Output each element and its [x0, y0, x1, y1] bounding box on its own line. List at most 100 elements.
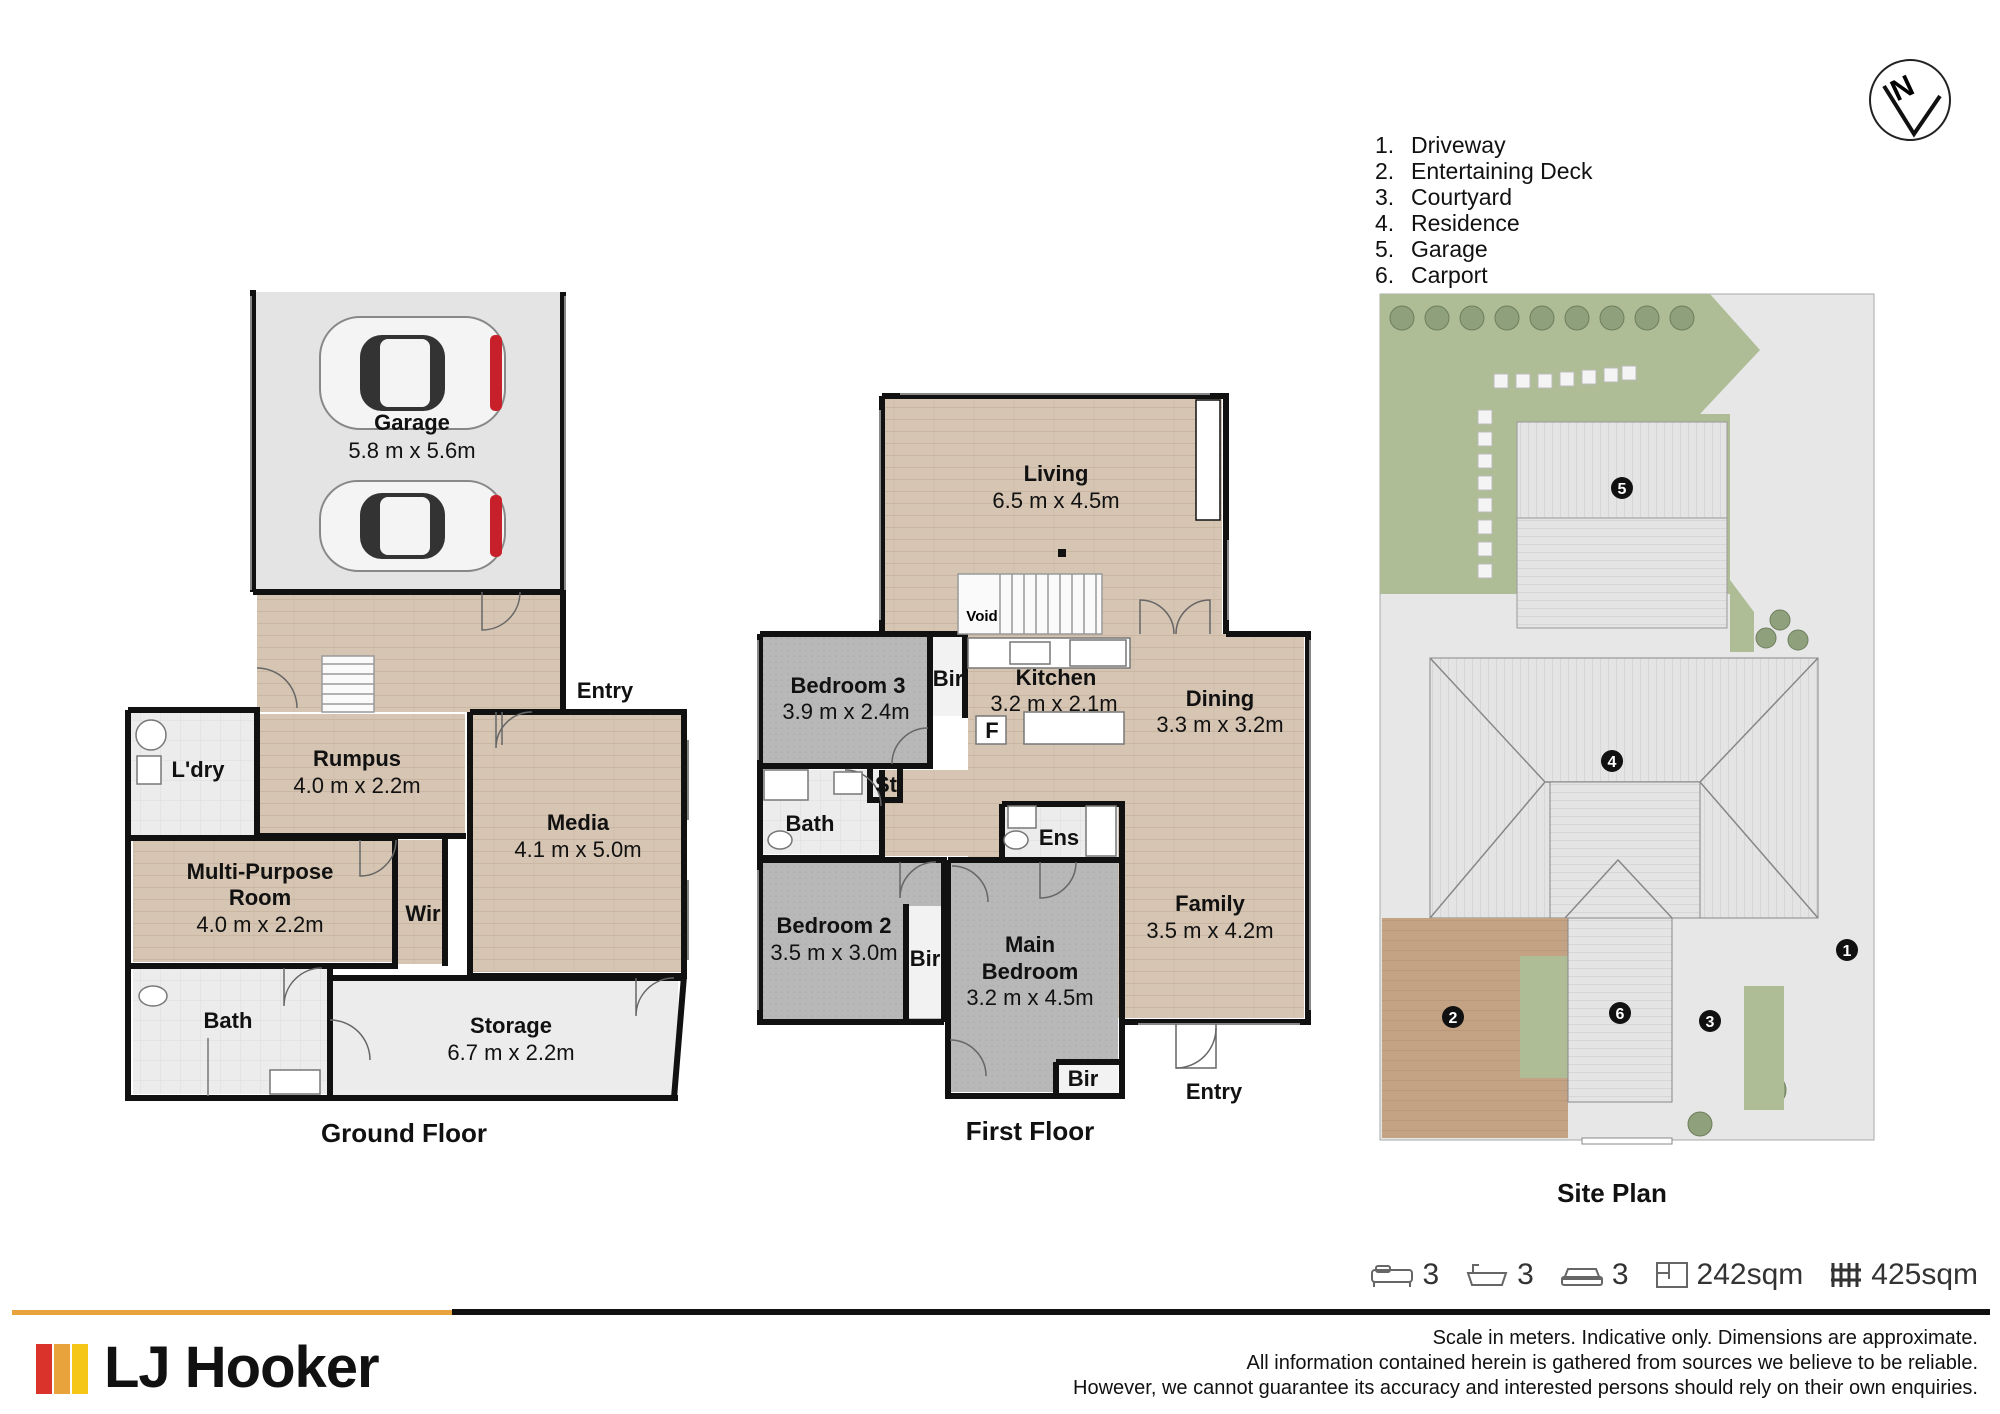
site-garage-roof: [1516, 421, 1728, 519]
garage-dims: 5.8 m x 5.6m: [348, 438, 475, 463]
bir-main-label: Bir: [1068, 1066, 1099, 1091]
dining-label: Dining: [1186, 686, 1254, 711]
site-residence-gable: [1549, 781, 1701, 919]
multi-purpose-label-1: Multi-Purpose: [187, 859, 334, 884]
ens-label: Ens: [1039, 825, 1079, 850]
multi-purpose-label-2: Room: [229, 885, 291, 910]
first-floor-doors: [844, 599, 1217, 1077]
bedrooms-count: 3: [1422, 1258, 1440, 1291]
bedroom3-dims: 3.9 m x 2.4m: [782, 699, 909, 724]
disclaimer-line: All information contained herein is gath…: [1246, 1352, 1978, 1374]
brand-logo: LJ Hooker: [34, 1334, 380, 1401]
media-floor: [470, 714, 682, 972]
ground-entry-label: Entry: [577, 678, 634, 703]
dining-dims: 3.3 m x 3.2m: [1156, 712, 1283, 737]
first-floor-windows: [757, 393, 1311, 1025]
disclaimer-line: However, we cannot guarantee its accurac…: [1073, 1377, 1978, 1399]
car-spaces-count: 3: [1611, 1258, 1629, 1291]
wir-label: Wir: [405, 901, 441, 926]
marker-2: 2: [1449, 1010, 1458, 1027]
bir-b3-label: Bir: [933, 666, 964, 691]
laundry-fixtures: [135, 719, 167, 785]
ground-doors: [256, 591, 675, 1061]
garage-car-top: [319, 316, 506, 430]
legend-item: 4.Residence: [1375, 210, 1520, 236]
site-garden-bed: [1520, 956, 1568, 1078]
site-residence-gable-ridge: [1564, 858, 1673, 919]
storage-label: Storage: [470, 1013, 552, 1038]
lj-hooker-logo-icon: [36, 1343, 88, 1394]
car-icon: [1560, 1268, 1603, 1286]
media-dims: 4.1 m x 5.0m: [514, 837, 641, 862]
site-garden-right: [1730, 580, 1754, 652]
first-floor-walls: [757, 393, 1311, 1099]
site-markers: 1 2 3 4 5 6: [1442, 477, 1858, 1032]
main-bedroom-label-2: Bedroom: [982, 959, 1079, 984]
legend-item: 6.Carport: [1375, 262, 1488, 288]
rumpus-dims: 4.0 m x 2.2m: [293, 773, 420, 798]
footer-divider: [452, 1309, 1990, 1315]
living-marker: [1058, 549, 1066, 557]
store-label: St: [875, 772, 898, 797]
property-stats: 3 3 3 242sqm 425sqm: [1354, 1258, 1978, 1292]
disclaimer-line: Scale in meters. Indicative only. Dimens…: [1432, 1327, 1978, 1349]
bath-icon: [1466, 1264, 1508, 1286]
living-fireplace: [1195, 399, 1221, 521]
multi-purpose-dims: 4.0 m x 2.2m: [196, 912, 323, 937]
main-bedroom-label-1: Main: [1005, 932, 1055, 957]
ground-bath-fixtures: [138, 985, 321, 1096]
wir-floor: [397, 840, 445, 964]
bir-b3-floor: [929, 636, 965, 716]
bed-icon: [1371, 1265, 1414, 1287]
void-label: Void: [966, 608, 997, 625]
kitchen-benches: [967, 637, 1131, 745]
first-entry-label: Entry: [1186, 1079, 1243, 1104]
site-stepping-stones: [1477, 365, 1637, 579]
floor-area-value: 242sqm: [1696, 1258, 1804, 1291]
living-dims: 6.5 m x 4.5m: [992, 488, 1119, 513]
bir-b2-label: Bir: [910, 946, 941, 971]
marker-5: 5: [1618, 481, 1627, 498]
rumpus-floor: [257, 714, 465, 834]
site-courtyard-planter: [1744, 986, 1784, 1110]
marker-1: 1: [1843, 943, 1852, 960]
living-label: Living: [1024, 461, 1089, 486]
site-legend: 1.Driveway 2.Entertaining Deck 3.Courtya…: [1375, 132, 1593, 288]
family-dims: 3.5 m x 4.2m: [1146, 918, 1273, 943]
land-area-value: 425sqm: [1871, 1258, 1978, 1291]
bedroom3-floor: [761, 636, 929, 764]
first-floor-stairs: [957, 573, 1103, 635]
marker-6: 6: [1616, 1006, 1625, 1023]
main-bedroom-dims: 3.2 m x 4.5m: [966, 985, 1093, 1010]
brand-name: LJ Hooker: [104, 1335, 380, 1400]
kitchen-label: Kitchen: [1016, 665, 1097, 690]
first-floor-plan: Living 6.5 m x 4.5m Void Bedroom 3 3.9 m…: [757, 393, 1311, 1146]
ground-stairs: [321, 655, 375, 713]
kitchen-dims: 3.2 m x 2.1m: [990, 691, 1117, 716]
bir-b2-floor: [906, 906, 942, 1018]
ground-floor-title: Ground Floor: [321, 1118, 487, 1148]
first-bath-fixtures: [763, 769, 1117, 857]
garage-label: Garage: [374, 410, 450, 435]
rumpus-label: Rumpus: [313, 746, 401, 771]
floor-area-icon: [1655, 1262, 1688, 1288]
ground-hall-floor: [257, 592, 563, 712]
ground-floor-plan: Garage 5.8 m x 5.6m Rumpus 4.0 m x 2.2m …: [125, 290, 689, 1148]
site-gate: [1581, 1137, 1673, 1145]
garage-car-bottom: [319, 480, 506, 572]
site-plan-title: Site Plan: [1557, 1178, 1667, 1208]
bathrooms-count: 3: [1517, 1258, 1534, 1291]
site-garage-roof-lower: [1516, 517, 1728, 629]
ground-floor-walls: [125, 290, 687, 1101]
land-area-icon: [1831, 1263, 1862, 1287]
ground-bath-label: Bath: [204, 1008, 253, 1033]
first-floor-title: First Floor: [966, 1116, 1095, 1146]
ground-windows: [250, 296, 689, 960]
bedroom3-label: Bedroom 3: [791, 673, 906, 698]
family-label: Family: [1175, 891, 1245, 916]
bir-main-floor: [1058, 1062, 1118, 1098]
fridge-label: F: [985, 718, 998, 743]
storage-floor: [333, 980, 678, 1096]
footer-accent-line: [12, 1310, 452, 1315]
